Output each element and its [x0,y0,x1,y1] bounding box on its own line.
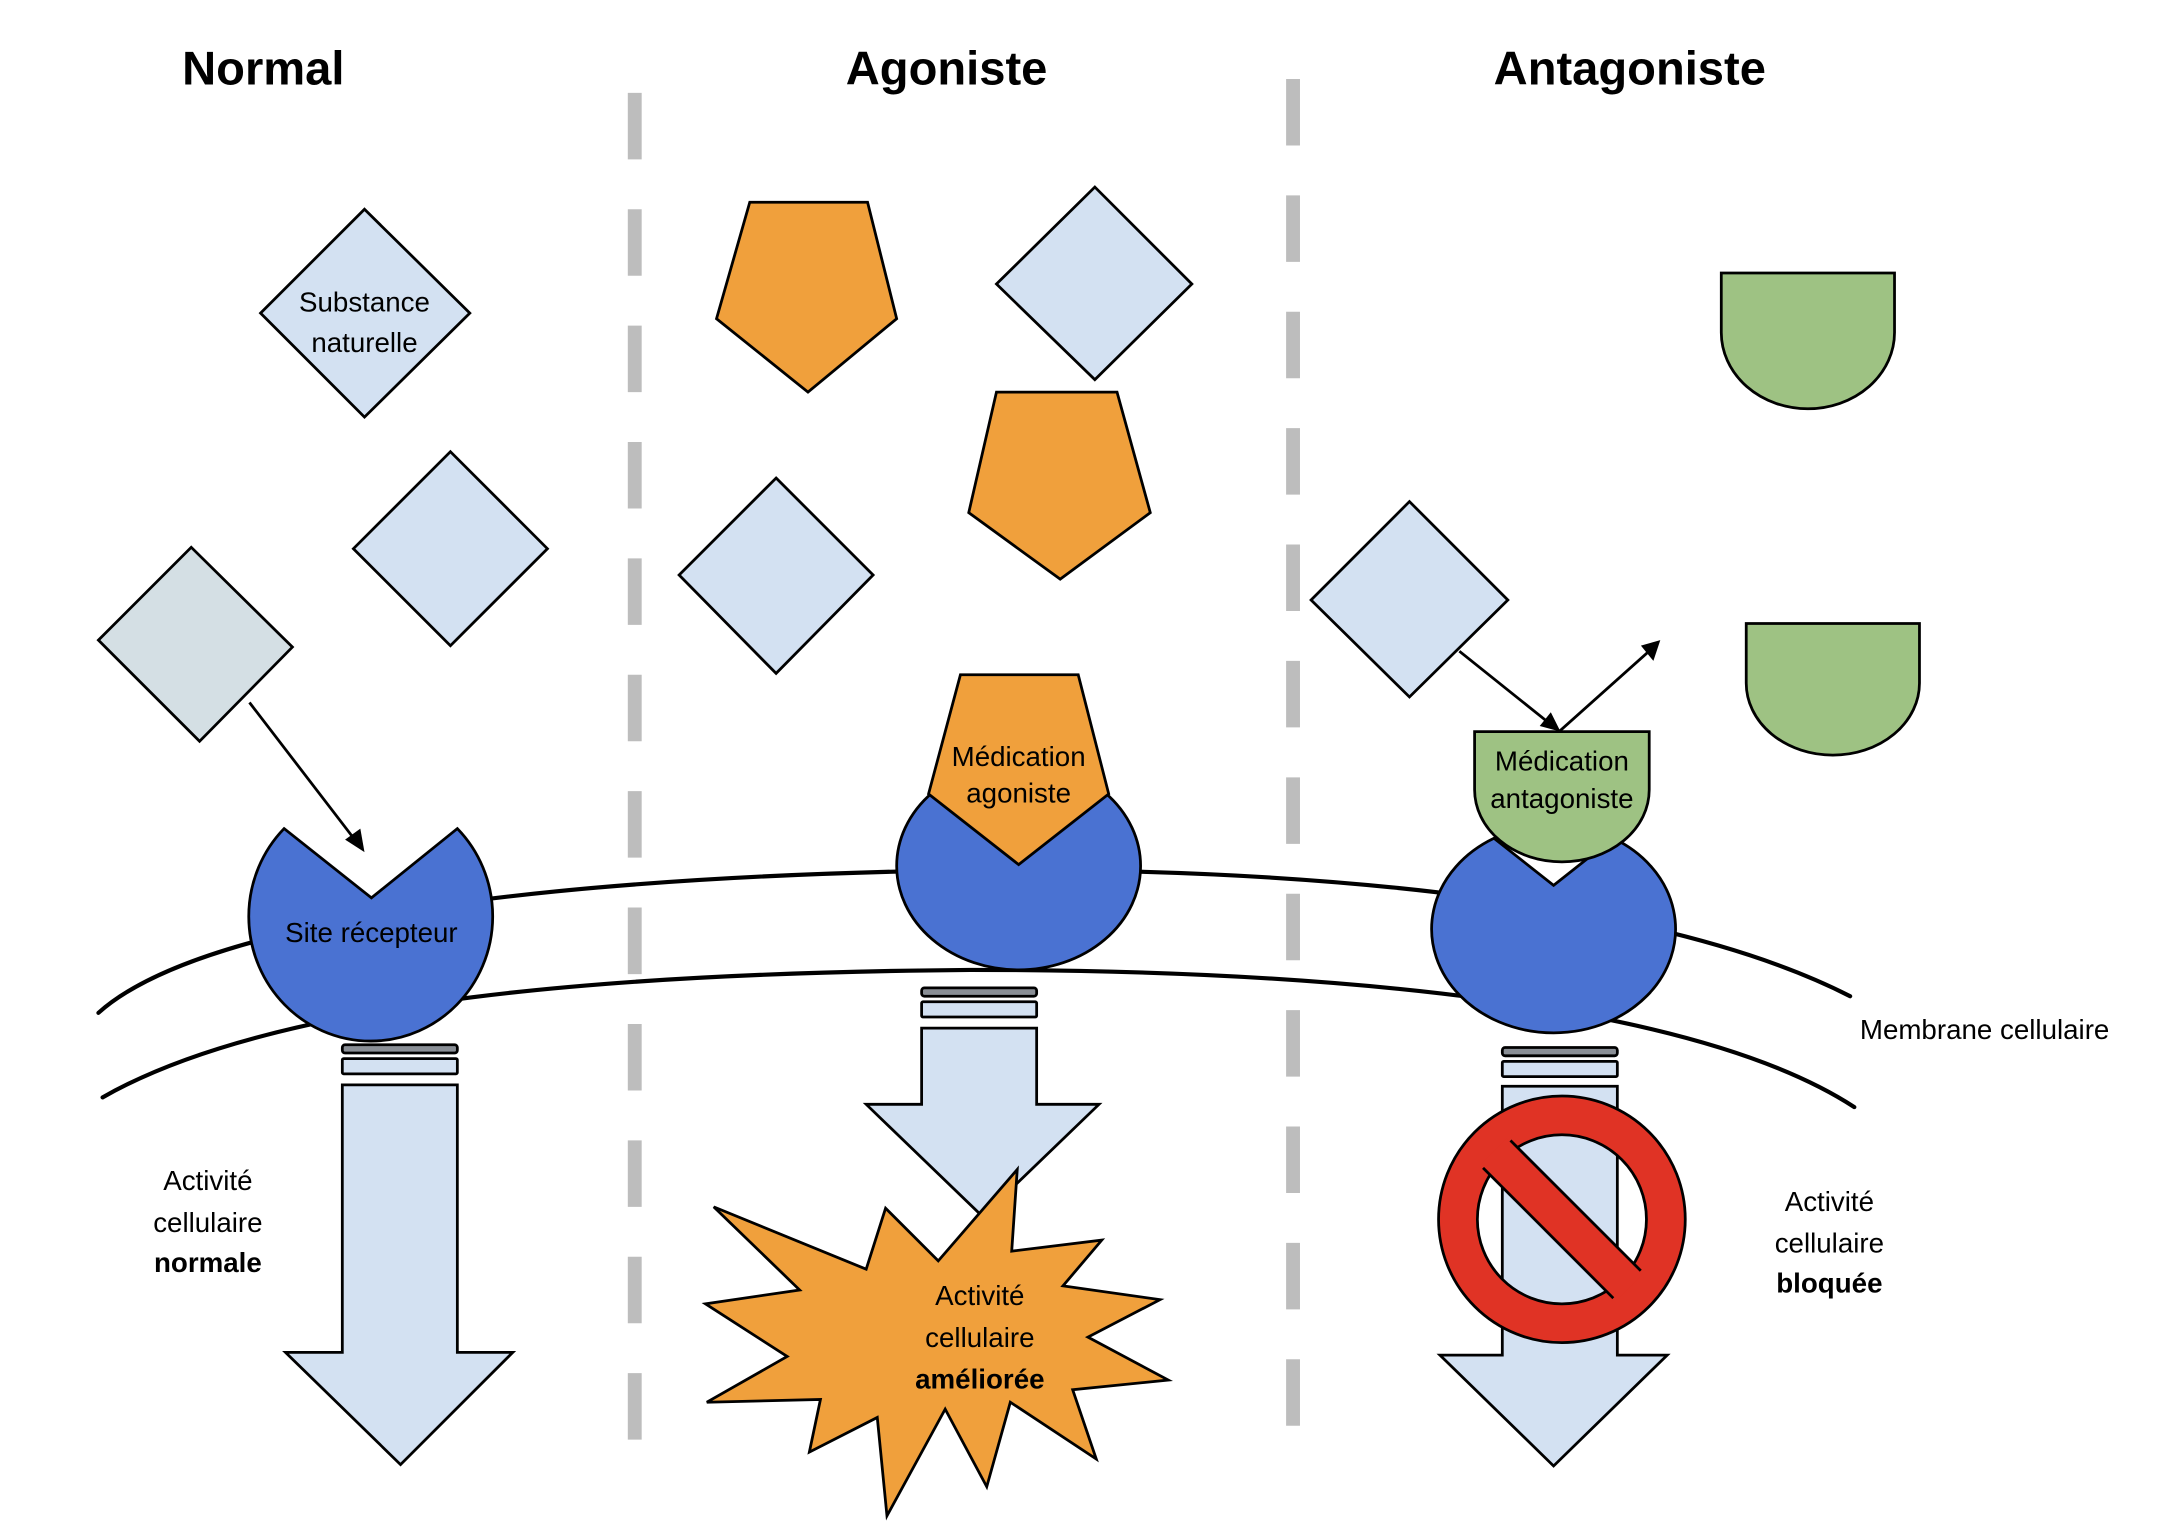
normal-panel: Substance naturelle Site récepteur Activ… [96,207,550,1467]
activity-label-line1: Activité [935,1280,1024,1311]
receptor-label: Site récepteur [285,917,457,948]
agonist-bound [926,673,1111,867]
agonist-pentagon [967,390,1152,581]
activity-label-line2: cellulaire [153,1207,262,1238]
natural-substance-diamond [258,207,472,420]
antagonist-drug-label-line2: antagoniste [1490,783,1633,814]
antagonist-shape [1744,622,1921,757]
receptor-site [247,826,495,1043]
signal-arrow-antagonist [1436,1046,1671,1468]
arrowhead-icon [1640,640,1661,661]
natural-substance-diamond-binding [96,545,295,744]
starburst-icon [701,1165,1173,1521]
antagonist-drug-label-line1: Médication [1495,745,1629,776]
blocked-approach-arrow [1458,650,1551,725]
binding-arrow [248,701,356,841]
natural-substance-diamond [994,185,1194,382]
activity-label-line1: Activité [163,1165,252,1196]
signal-arrow-agonist [862,986,1103,1219]
agonist-drug-label-line1: Médication [952,741,1086,772]
antagonist-panel: Médication antagoniste Activité cellulai… [1309,271,1921,1468]
activity-label-line2: cellulaire [925,1322,1034,1353]
agonist-panel: Médication agoniste Activité cellulaire … [677,185,1194,1521]
agonist-pentagon [714,200,899,394]
activity-label-line3: bloquée [1776,1268,1882,1299]
antagonist-shape [1719,271,1896,411]
membrane-label: Membrane cellulaire [1860,1014,2109,1045]
natural-substance-diamond [677,476,876,676]
activity-label-line3: normale [154,1247,262,1278]
activity-label-line3: améliorée [915,1363,1044,1394]
no-entry-sign-icon [1437,1094,1687,1345]
deflection-arrow [1558,648,1652,733]
activity-label-line2: cellulaire [1775,1228,1884,1259]
agonist-drug-label-line2: agoniste [966,777,1071,808]
arrowhead-icon [345,828,365,853]
antagonist-bound [1473,730,1651,864]
activity-label-line1: Activité [1785,1186,1874,1217]
natural-substance-label-line1: Substance [299,287,430,318]
panel-title-agonist: Agoniste [846,42,1048,95]
natural-substance-diamond [1309,499,1510,699]
panel-title-antagonist: Antagoniste [1494,42,1766,95]
arrowhead-icon [1539,712,1561,732]
natural-substance-diamond [351,449,550,648]
receptor-site [1430,836,1677,1035]
natural-substance-label-line2: naturelle [311,327,417,358]
panel-title-normal: Normal [182,42,344,95]
signal-arrow-normal [282,1043,517,1467]
